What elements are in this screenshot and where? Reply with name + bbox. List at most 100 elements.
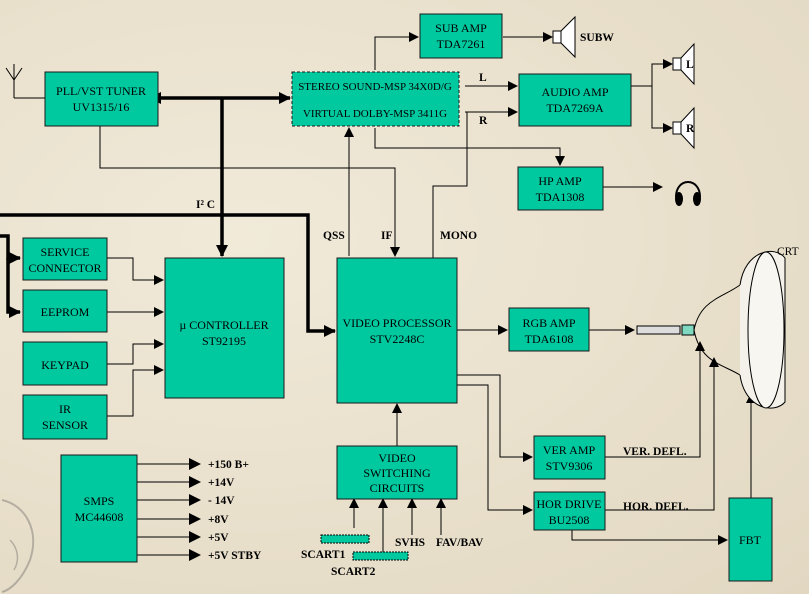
svg-text:TDA1308: TDA1308 xyxy=(536,190,585,204)
scart2-label: SCART2 xyxy=(331,566,376,578)
eeprom-block: EEPROM xyxy=(22,289,108,333)
svg-text:HP AMP: HP AMP xyxy=(538,174,582,188)
svg-text:VER AMP: VER AMP xyxy=(543,443,596,457)
service-to-mcu-line xyxy=(107,257,164,285)
subwoofer-speaker-icon xyxy=(552,15,576,59)
mono-line xyxy=(432,112,468,258)
svg-text:STEREO SOUND-MSP 34X0D/G: STEREO SOUND-MSP 34X0D/G xyxy=(298,81,452,93)
svg-text:ST92195: ST92195 xyxy=(202,334,246,348)
svg-text:KEYPAD: KEYPAD xyxy=(41,358,89,372)
ver-defl-label: VER. DEFL. xyxy=(623,446,687,458)
svg-text:SERVICE: SERVICE xyxy=(40,245,89,259)
rail-label: +14V xyxy=(208,477,235,489)
svg-text:SMPS: SMPS xyxy=(84,494,115,508)
vp-to-ver-line xyxy=(457,374,533,462)
audio-to-l-line xyxy=(631,59,673,87)
rail-label: +8V xyxy=(208,514,229,526)
hor-to-fbt-line xyxy=(571,530,728,545)
svg-text:STV9306: STV9306 xyxy=(546,459,593,473)
line-l-label: L xyxy=(479,72,487,84)
corner-decoration xyxy=(1,499,35,593)
fav-bav-label: FAV/BAV xyxy=(436,537,484,549)
audio-amp-block: AUDIO AMP TDA7269A xyxy=(518,73,632,127)
left-speaker-icon xyxy=(672,42,695,86)
keypad-to-mcu-line xyxy=(107,339,164,365)
rgb-amp-block: RGB AMP TDA6108 xyxy=(508,307,590,352)
svg-text:VIDEO: VIDEO xyxy=(378,451,416,465)
rail-label: +5V xyxy=(208,532,229,544)
speaker-l-label: L xyxy=(686,59,694,71)
stereo-sound-block: STEREO SOUND-MSP 34X0D/G VIRTUAL DOLBY-M… xyxy=(291,71,460,127)
ver-amp-block: VER AMP STV9306 xyxy=(533,435,606,480)
scart1-label: SCART1 xyxy=(301,549,346,561)
rail-label: +5V STBY xyxy=(208,550,262,562)
svg-text:VIRTUAL DOLBY-MSP 3411G: VIRTUAL DOLBY-MSP 3411G xyxy=(303,108,447,120)
svg-text:TDA6108: TDA6108 xyxy=(525,332,574,346)
svg-text:MC44608: MC44608 xyxy=(75,510,124,524)
svg-text:TDA7269A: TDA7269A xyxy=(546,101,604,115)
svg-text:PLL/VST TUNER: PLL/VST TUNER xyxy=(56,84,146,98)
crt-tube-icon xyxy=(636,250,786,409)
stereo-to-sub-line xyxy=(374,32,419,70)
vp-to-hor-line xyxy=(457,384,533,515)
qss-label: QSS xyxy=(323,230,345,242)
stereo-to-hp-line xyxy=(374,128,565,166)
power-rail-labels: +150 B+ +14V - 14V +8V +5V +5V STBY xyxy=(208,459,262,562)
rail-label: +150 B+ xyxy=(208,459,249,471)
svg-text:BU2508: BU2508 xyxy=(549,513,590,527)
if-label: IF xyxy=(381,230,393,242)
headphone-icon xyxy=(675,181,701,206)
sub-amp-block: SUB AMP TDA7261 xyxy=(419,13,503,59)
i2c-label: I² C xyxy=(196,199,215,211)
svg-text:RGB AMP: RGB AMP xyxy=(522,316,575,330)
video-processor-block: VIDEO PROCESSOR STV2248C xyxy=(336,257,458,404)
hor-defl-label: HOR. DEFL. xyxy=(623,501,689,513)
smps-output-arrows xyxy=(137,458,201,561)
svhs-label: SVHS xyxy=(395,537,425,549)
svg-text:EEPROM: EEPROM xyxy=(41,305,90,319)
hor-defl-line xyxy=(605,357,719,511)
scart1-connector-icon xyxy=(320,534,370,544)
ver-defl-line xyxy=(605,341,705,458)
svg-text:AUDIO AMP: AUDIO AMP xyxy=(541,85,608,99)
fbt-block: FBT xyxy=(728,497,773,582)
if-line xyxy=(99,126,400,257)
svg-text:FBT: FBT xyxy=(739,533,762,547)
hor-drive-block: HOR DRIVE BU2508 xyxy=(533,491,606,531)
micro-controller-block: µ CONTROLLER ST92195 xyxy=(164,257,285,399)
svg-text:TDA7261: TDA7261 xyxy=(437,37,486,51)
line-r-label: R xyxy=(479,115,488,127)
svg-text:SWITCHING: SWITCHING xyxy=(363,466,431,480)
keypad-block: KEYPAD xyxy=(22,341,108,386)
svg-text:IR: IR xyxy=(59,402,71,416)
scart2-connector-icon xyxy=(352,551,409,561)
smps-block: SMPS MC44608 xyxy=(60,454,138,563)
mono-label: MONO xyxy=(440,230,477,242)
audio-to-r-line xyxy=(651,86,673,133)
svg-text:STV2248C: STV2248C xyxy=(370,332,425,346)
hp-amp-block: HP AMP TDA1308 xyxy=(517,166,604,211)
ir-sensor-block: IR SENSOR xyxy=(22,394,108,440)
antenna-icon xyxy=(5,64,45,99)
rail-label: - 14V xyxy=(208,495,235,507)
svg-text:CONNECTOR: CONNECTOR xyxy=(28,261,101,275)
svg-text:HOR DRIVE: HOR DRIVE xyxy=(537,497,602,511)
right-speaker-icon xyxy=(672,106,695,150)
speaker-r-label: R xyxy=(686,123,695,135)
svg-text:VIDEO PROCESSOR: VIDEO PROCESSOR xyxy=(342,316,451,330)
ir-to-mcu-line xyxy=(107,365,164,417)
tuner-block: PLL/VST TUNER UV1315/16 xyxy=(44,71,159,127)
crt-label: CRT xyxy=(777,246,799,258)
svg-text:CIRCUITS: CIRCUITS xyxy=(370,481,425,495)
video-switching-block: VIDEO SWITCHING CIRCUITS xyxy=(336,445,458,500)
svg-text:SUB AMP: SUB AMP xyxy=(435,21,487,35)
i2c-bus-to-service xyxy=(0,234,21,264)
svg-text:µ CONTROLLER: µ CONTROLLER xyxy=(179,318,268,332)
service-connector-block: SERVICE CONNECTOR xyxy=(22,237,108,281)
i2c-bus-to-eeprom xyxy=(6,258,21,318)
svg-text:UV1315/16: UV1315/16 xyxy=(73,100,130,114)
i2c-bus-to-video-processor xyxy=(0,213,336,337)
subw-label: SUBW xyxy=(580,32,614,44)
